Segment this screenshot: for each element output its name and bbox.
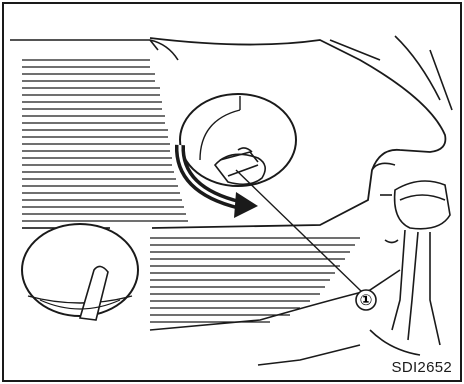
callout-leader-line: [236, 170, 362, 292]
reservoir-left: [22, 224, 138, 320]
engine-components-right: [258, 36, 452, 365]
callout-label-1: ①: [360, 291, 373, 309]
figure-code: SDI2652: [392, 359, 452, 376]
callout-marker-1: ①: [356, 290, 376, 310]
